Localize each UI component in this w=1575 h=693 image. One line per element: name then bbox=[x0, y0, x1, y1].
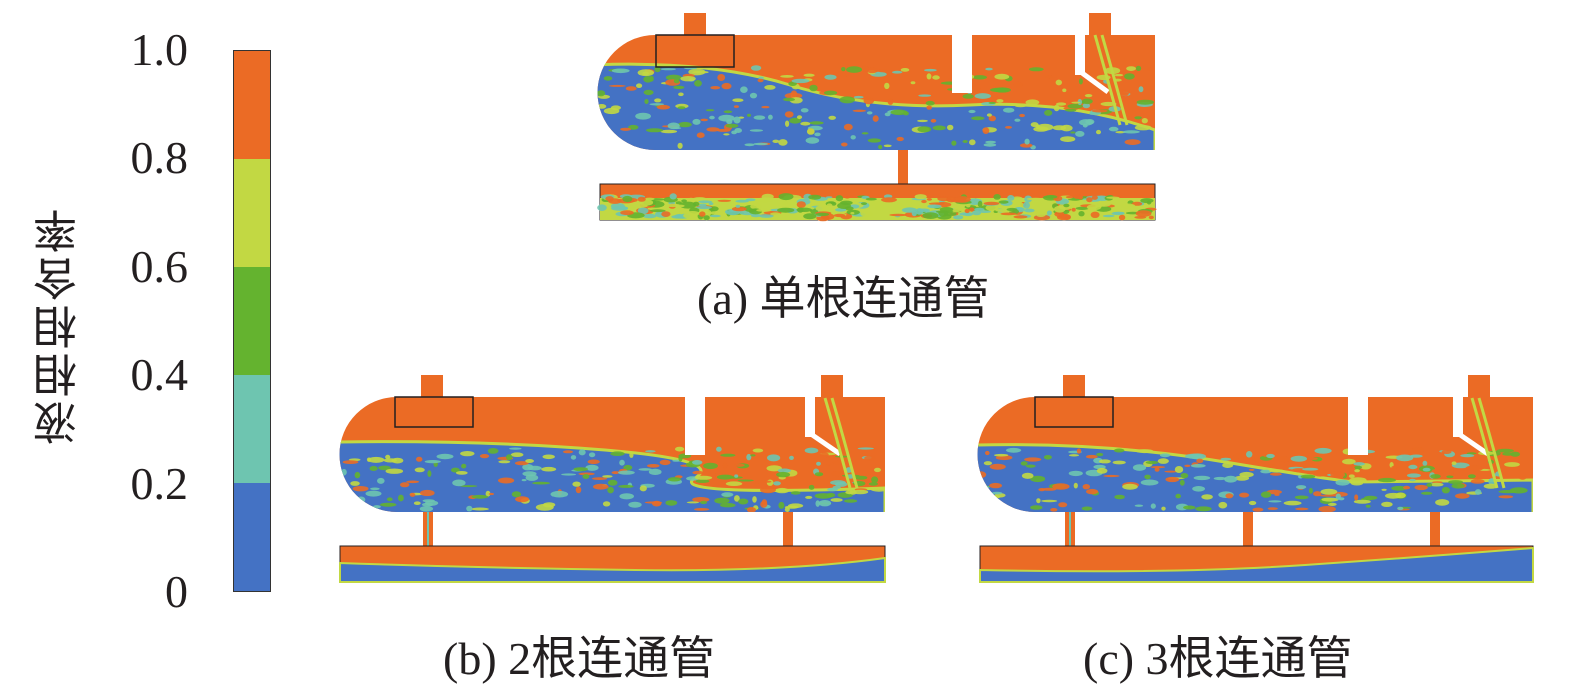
separator-two-connectors bbox=[339, 375, 886, 583]
separator-single-connector bbox=[597, 13, 1157, 222]
colorbar-tick-label: 0.6 bbox=[130, 240, 189, 292]
colorbar-tick-label: 0.2 bbox=[130, 457, 189, 509]
colorbar-segment bbox=[234, 375, 270, 483]
colorbar-tick-label: 0 bbox=[165, 566, 188, 617]
colorbar-segment bbox=[234, 159, 270, 267]
colorbar-segment bbox=[234, 267, 270, 375]
colorbar-segment bbox=[234, 51, 270, 159]
colorbar-title: 液相相含率 bbox=[34, 205, 85, 445]
caption-a: (a) 单根连通管 bbox=[697, 273, 990, 324]
separator-three-connectors bbox=[977, 375, 1534, 583]
caption-c: (c) 3根连通管 bbox=[1083, 633, 1353, 684]
colorbar-tick-label: 1.0 bbox=[130, 24, 189, 75]
colorbar-tick-label: 0.4 bbox=[130, 349, 189, 401]
caption-b: (b) 2根连通管 bbox=[443, 633, 716, 684]
colorbar-tick-label: 0.8 bbox=[130, 132, 189, 184]
colorbar-segment bbox=[234, 483, 270, 591]
colorbar bbox=[233, 50, 271, 592]
